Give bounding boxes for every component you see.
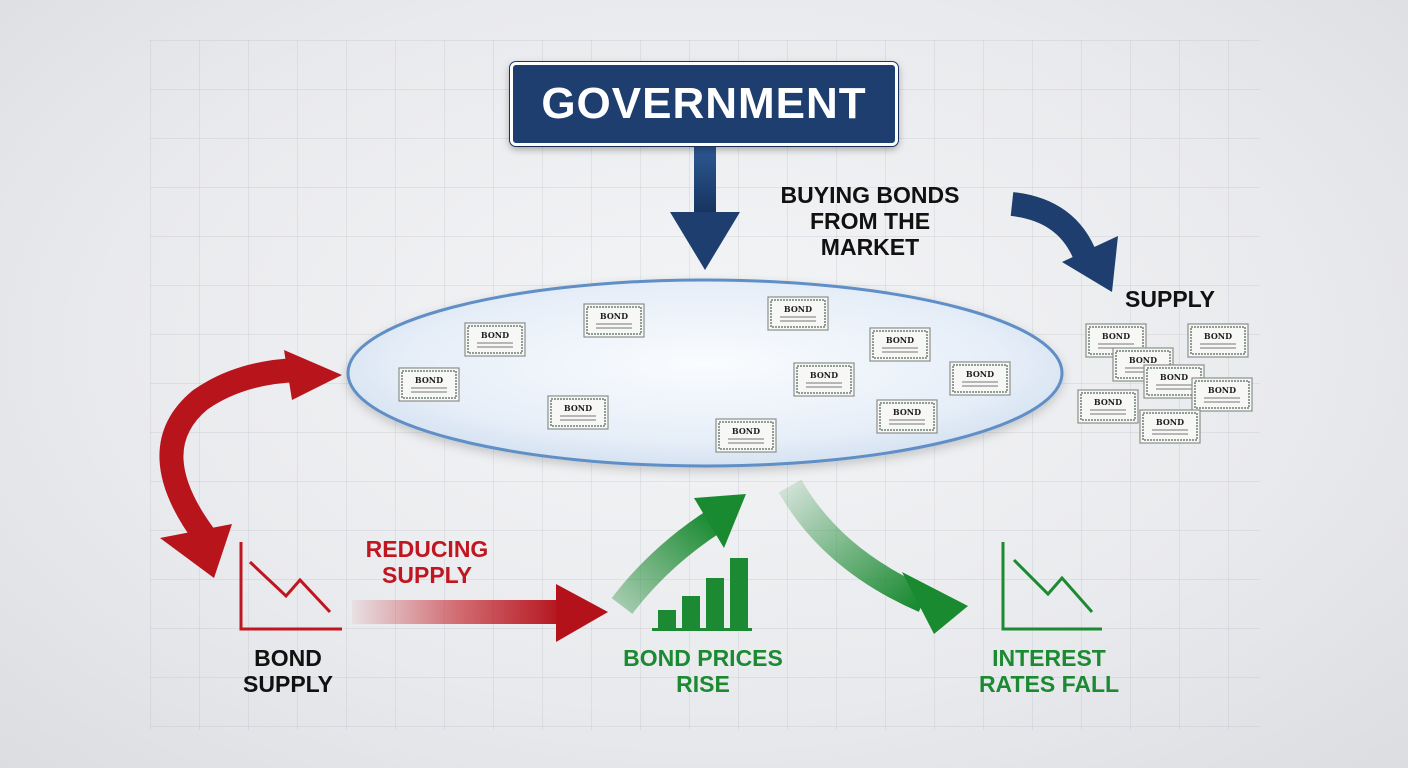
bond-certificate-text: BOND — [1160, 372, 1188, 382]
bond-certificate-text: BOND — [481, 330, 509, 340]
bond-certificate-text: BOND — [732, 426, 760, 436]
bond-certificate-icon: BOND — [715, 418, 777, 453]
bond-certificate-icon: BOND — [949, 361, 1011, 396]
bond-certificate-text: BOND — [893, 407, 921, 417]
bond-certificate-text: BOND — [415, 375, 443, 385]
bond-certificate-text: BOND — [564, 403, 592, 413]
interest-rates-fall-label: INTEREST RATES FALL — [978, 645, 1120, 697]
bond-certificate-text: BOND — [966, 369, 994, 379]
falling-arrow-icon — [778, 479, 968, 634]
rising-arrow-icon — [611, 494, 746, 614]
bond-certificate-icon: BOND — [767, 296, 829, 331]
bond-certificate-icon: BOND — [1143, 364, 1205, 399]
reducing-supply-arrow — [352, 584, 608, 642]
rising-bar-chart-icon — [652, 558, 752, 631]
bond-certificate-icon: BOND — [1139, 409, 1201, 444]
declining-chart-icon — [1001, 542, 1102, 631]
bond-certificate-text: BOND — [1208, 385, 1236, 395]
bond-certificate-icon: BOND — [464, 322, 526, 357]
bond-certificate-icon: BOND — [1187, 323, 1249, 358]
down-arrow-icon — [670, 146, 740, 270]
bond-certificate-text: BOND — [886, 335, 914, 345]
curved-arrow-icon — [159, 350, 342, 578]
bond-certificate-text: BOND — [810, 370, 838, 380]
bond-certificate-text: BOND — [784, 304, 812, 314]
government-box: GOVERNMENT — [510, 62, 898, 146]
bond-certificate-icon: BOND — [1077, 389, 1139, 424]
reducing-supply-label: REDUCING SUPPLY — [365, 536, 489, 588]
bond-certificate-icon: BOND — [583, 303, 645, 338]
bond-certificate-text: BOND — [1129, 355, 1157, 365]
supply-label: SUPPLY — [1125, 286, 1215, 312]
declining-chart-icon — [239, 542, 342, 631]
bond-certificate-icon: BOND — [876, 399, 938, 434]
bond-certificate-icon: BOND — [547, 395, 609, 430]
bond-certificate-icon: BOND — [1191, 377, 1253, 412]
bond-certificate-text: BOND — [1204, 331, 1232, 341]
government-label: GOVERNMENT — [541, 79, 867, 128]
bond-certificate-icon: BOND — [398, 367, 460, 402]
bond-prices-rise-label: BOND PRICES RISE — [623, 645, 783, 697]
bond-supply-label: BOND SUPPLY — [243, 645, 333, 697]
bond-certificate-icon: BOND — [869, 327, 931, 362]
bond-certificate-icon: BOND — [793, 362, 855, 397]
bond-certificate-text: BOND — [600, 311, 628, 321]
bond-certificate-text: BOND — [1102, 331, 1130, 341]
bond-certificate-text: BOND — [1094, 397, 1122, 407]
buying-bonds-label: BUYING BONDS FROM THE MARKET — [780, 182, 960, 260]
curved-arrow-icon — [1010, 192, 1118, 292]
bond-certificate-text: BOND — [1156, 417, 1184, 427]
